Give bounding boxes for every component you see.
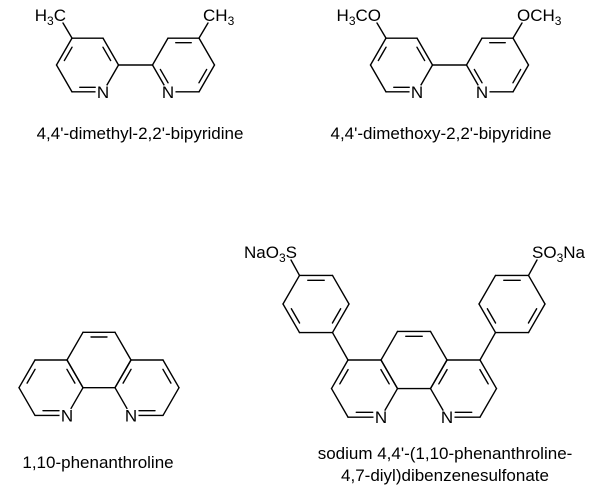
ring-bond — [282, 274, 301, 305]
nitrogen-atom-label: N — [61, 406, 73, 425]
ring-bond — [478, 274, 497, 305]
ring-bond — [66, 331, 84, 361]
double-bond-inner-line — [512, 68, 522, 84]
sulfonate-label-left: NaO3S — [244, 243, 297, 265]
atom-label-mask — [474, 84, 490, 100]
ring-bond — [162, 359, 180, 389]
double-bond-inner-line — [416, 46, 426, 62]
double-bond-inner-line — [527, 308, 538, 324]
methoxy-label-right: OCH3 — [517, 6, 562, 28]
ring-bond — [369, 37, 387, 66]
double-bond-inner-line — [438, 368, 448, 385]
double-bond-inner-line — [122, 368, 132, 384]
sulfonate-label-right: SO3Na — [532, 243, 586, 265]
caption-dimethyl-bipyridine: 4,4'-dimethyl-2,2'-bipyridine — [37, 124, 244, 143]
ring-bond — [198, 64, 216, 93]
nitrogen-atom-label: N — [125, 406, 137, 425]
double-bond-inner-line — [102, 46, 112, 62]
ring-bond — [429, 359, 448, 390]
ring-bond — [479, 359, 498, 390]
nitrogen-atom-label: N — [162, 83, 174, 102]
caption-phenanthroline: 1,10-phenanthroline — [22, 453, 173, 472]
ring-bond — [330, 359, 349, 390]
ring-bond — [114, 331, 132, 361]
ring-bond — [282, 303, 301, 334]
ring-bond — [55, 37, 73, 66]
atom-label-mask — [59, 407, 75, 423]
double-bond-inner-line — [63, 46, 73, 62]
nitrogen-atom-label: N — [476, 83, 488, 102]
double-bond-inner-line — [331, 308, 342, 324]
bonds-layer — [18, 22, 546, 418]
ring-bond — [380, 330, 399, 361]
methyl-label-left: H3C — [35, 6, 66, 28]
ring-bond — [380, 359, 399, 390]
double-bond-inner-line — [473, 68, 483, 84]
double-bond-inner-line — [26, 368, 36, 384]
atom-label-mask — [373, 409, 389, 425]
atom-label-mask — [95, 84, 111, 100]
atom-label-mask — [123, 407, 139, 423]
ring-bond — [330, 387, 349, 418]
double-bond-inner-line — [290, 308, 301, 324]
ring-bond — [416, 37, 434, 66]
double-bond-inner-line — [339, 368, 349, 385]
ring-bond — [198, 37, 216, 66]
ring-bond — [527, 303, 546, 334]
ring-bond — [18, 359, 36, 389]
nitrogen-atom-label: N — [97, 83, 109, 102]
ring-bond — [114, 359, 132, 389]
ring-bond — [331, 303, 350, 334]
caption-sulfonate-line2: 4,7-diyl)dibenzenesulfonate — [341, 466, 549, 485]
ring-bond — [18, 387, 36, 417]
substituent-bond — [198, 22, 209, 39]
sulfonate-bond — [290, 259, 301, 277]
ring-bond — [479, 387, 498, 418]
methyl-label-right: CH3 — [203, 6, 235, 28]
ring-bond — [331, 274, 350, 305]
ring-bond — [478, 303, 497, 334]
nitrogen-atom-label: N — [375, 408, 387, 427]
ring-bond — [369, 64, 387, 93]
substituent-bond — [512, 22, 523, 39]
methoxy-label-left: H3CO — [337, 6, 381, 28]
labels-layer: H3C CH3 4,4'-dimethyl-2,2'-bipyridine H3… — [22, 6, 585, 485]
ring-bond — [512, 37, 530, 66]
double-bond-inner-line — [198, 68, 208, 84]
ring-bond — [151, 37, 169, 66]
ring-bond — [162, 387, 180, 417]
double-bond-inner-line — [162, 368, 172, 384]
double-bond-inner-line — [377, 46, 387, 62]
sulfonate-bond — [527, 259, 538, 277]
aryl-bond — [479, 331, 497, 361]
ring-bond — [429, 330, 448, 361]
double-bond-inner-line — [479, 368, 489, 385]
double-bond-inner-line — [380, 368, 390, 385]
substituent-bond — [376, 22, 387, 39]
substituent-bond — [62, 22, 73, 39]
ring-bond — [465, 37, 483, 66]
caption-dimethoxy-bipyridine: 4,4'-dimethoxy-2,2'-bipyridine — [331, 124, 552, 143]
nitrogen-atom-label: N — [411, 83, 423, 102]
atom-label-mask — [409, 84, 425, 100]
ring-bond — [66, 359, 84, 389]
double-bond-inner-line — [486, 308, 497, 324]
nitrogen-atom-label: N — [441, 408, 453, 427]
double-bond-inner-line — [66, 368, 76, 384]
ring-bond — [527, 274, 546, 305]
ring-bond — [55, 64, 73, 93]
double-bond-inner-line — [159, 68, 169, 84]
ring-bond — [512, 64, 530, 93]
caption-sulfonate-line1: sodium 4,4'-(1,10-phenanthroline- — [318, 444, 573, 463]
atom-label-mask — [439, 409, 455, 425]
ring-bond — [102, 37, 120, 66]
atom-label-mask — [160, 84, 176, 100]
aryl-bond — [331, 331, 349, 361]
